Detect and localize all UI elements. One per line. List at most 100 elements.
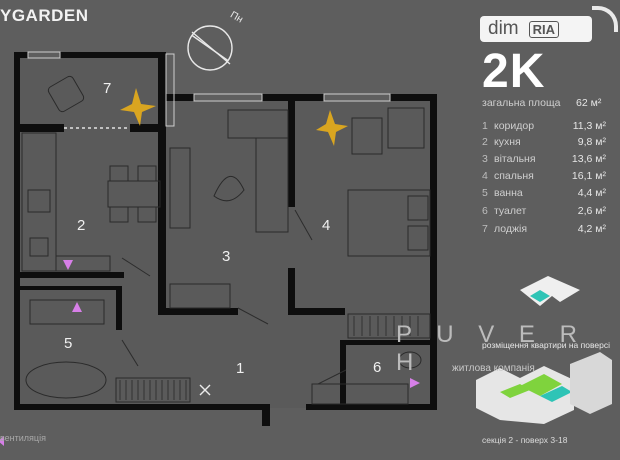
compass-icon	[187, 25, 233, 71]
window-loggia-left	[27, 51, 61, 59]
dim-logo-text: dim	[488, 18, 519, 39]
wall-north-left	[14, 52, 28, 58]
room-row-area: 11,3 м²	[572, 120, 606, 132]
wall-loggia-kitchen-right	[130, 124, 166, 132]
room-label-6: 6	[373, 359, 382, 376]
wall-north-living-left	[158, 94, 194, 101]
loggia-armchair	[47, 75, 85, 113]
total-area-label: загальна площа	[482, 97, 561, 109]
wall-east	[430, 94, 437, 344]
kitchen-counter	[21, 132, 57, 272]
room-row-number: 3	[482, 153, 488, 165]
wall-kitchen-south	[20, 272, 124, 278]
room-row-number: 5	[482, 187, 488, 199]
wall-loggia-kitchen	[20, 124, 64, 132]
room-row-number: 1	[482, 120, 488, 132]
brand-title: YGARDEN	[0, 6, 89, 25]
sofa-chaise	[255, 137, 289, 233]
room-label-1: 1	[236, 360, 245, 377]
wall-south-right	[306, 404, 430, 410]
stove	[27, 189, 51, 213]
double-bed	[347, 189, 431, 257]
wall-living-bedroom-top	[288, 101, 295, 207]
room-row: 4 спальня 16,1 м²	[482, 170, 606, 182]
kitchen-counter-bottom	[55, 255, 111, 272]
developer-subtitle: житлова компанія	[452, 363, 535, 374]
wall-wc-north	[346, 340, 436, 345]
wall-loggia-east	[158, 52, 166, 130]
corridor-x-mark	[199, 384, 211, 396]
wall-north-bedroom-right	[390, 94, 436, 101]
section-floor-note: секція 2 - поверх 3-18	[482, 435, 568, 445]
toilet	[398, 351, 422, 369]
room-row-area: 9,8 м²	[577, 136, 606, 148]
room-row: 5 ванна 4,4 м²	[482, 187, 606, 199]
dim-ria-logo: dim RIA	[480, 16, 592, 42]
living-cabinet	[169, 283, 231, 309]
wall-west	[14, 52, 20, 410]
room-row-name: лоджія	[494, 223, 528, 235]
window-living	[193, 93, 263, 102]
wall-wc-west	[340, 340, 346, 406]
room-row-name: спальня	[494, 170, 534, 182]
room-row-area: 16,1 м²	[571, 170, 606, 182]
room-label-7: 7	[103, 80, 112, 97]
plant-icon	[316, 110, 348, 146]
total-area-value: 62 м²	[576, 97, 602, 109]
room-row-area: 13,6 м²	[571, 153, 606, 165]
furniture-hatching	[119, 316, 419, 400]
bath-floor	[20, 290, 125, 408]
walls	[14, 52, 437, 426]
room-row-area: 4,4 м²	[577, 187, 606, 199]
room-row-number: 6	[482, 205, 488, 217]
tv-stand	[169, 147, 191, 229]
ventilation-legend: вентиляція	[0, 433, 46, 443]
bedroom-desk	[387, 107, 425, 149]
room-row-number: 7	[482, 223, 488, 235]
developer-logo-text: P U V E R H	[396, 321, 586, 376]
room-row-area: 4,2 м²	[577, 223, 606, 235]
room-row: 1 коридор 11,3 м²	[482, 120, 606, 132]
bed-pillow	[407, 225, 429, 251]
room-row-name: коридор	[494, 120, 535, 132]
room-row-name: ванна	[494, 187, 523, 199]
ria-logo-text: RIA	[528, 20, 560, 38]
door-swings	[121, 209, 347, 385]
site-plan-thumbnail	[476, 276, 612, 424]
room-row: 3 вітальня 13,6 м²	[482, 153, 606, 165]
kitchen-floor	[20, 128, 166, 276]
room-label-4: 4	[322, 217, 331, 234]
room-row-name: вітальня	[494, 153, 536, 165]
wall-bedroom-south	[295, 308, 345, 315]
wall-south	[14, 404, 268, 410]
dining-chair	[109, 165, 129, 182]
coffee-table	[213, 176, 245, 202]
bedroom-armchair	[351, 117, 383, 155]
room-row-name: туалет	[494, 205, 527, 217]
ventilation-legend-marker	[0, 436, 4, 446]
bedroom-wardrobe	[347, 313, 431, 339]
ventilation-marker	[72, 302, 82, 312]
apartment-type-title: 2K	[482, 45, 546, 98]
room-row-number: 4	[482, 170, 488, 182]
wall-entry-left	[262, 404, 270, 426]
ventilation-marker	[410, 378, 420, 388]
sink	[29, 237, 49, 257]
dining-chair	[109, 206, 129, 223]
room-label-2: 2	[77, 217, 86, 234]
window-loggia-east	[165, 53, 175, 127]
bath-vanity	[29, 299, 105, 325]
wall-living-south	[166, 308, 238, 315]
corner-arc-decoration	[592, 6, 618, 32]
dining-table	[107, 180, 161, 208]
wall-kitchen-living	[158, 130, 166, 315]
wall-bath-east	[116, 286, 122, 330]
wall-north-mid	[262, 94, 324, 101]
bed-pillow	[407, 195, 429, 221]
loggia-floor	[20, 58, 166, 128]
wall-bath-north	[20, 286, 120, 290]
wall-north-loggia	[60, 52, 158, 58]
